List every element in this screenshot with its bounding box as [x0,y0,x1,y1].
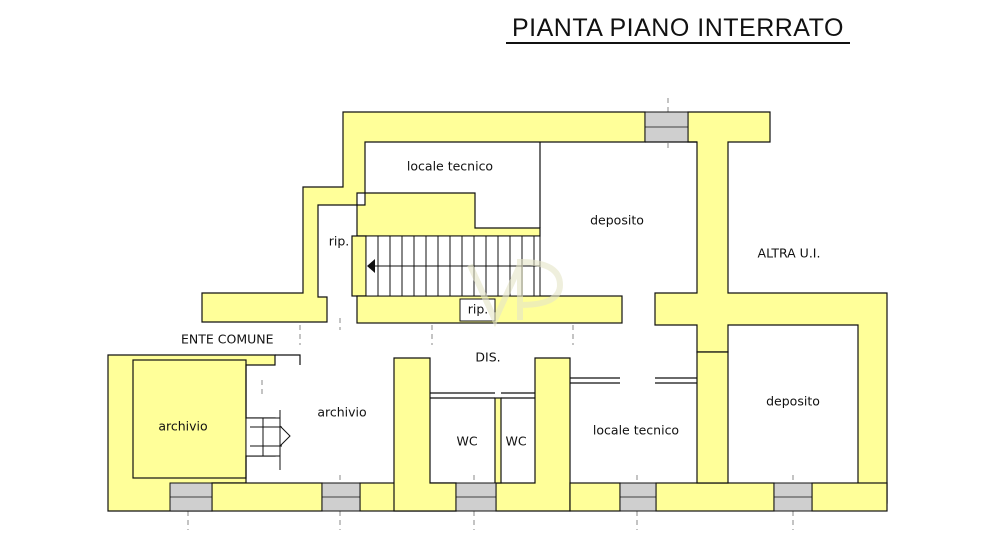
room-label-locale-tecnico-top: locale tecnico [406,158,494,174]
wall-right-t [654,111,888,504]
watermark-logo [467,258,564,328]
room-label-rip-small: rip. [467,301,489,317]
arrow-left-icon [367,259,375,273]
wall-wc-divider [494,397,502,484]
wall-bottom-5 [811,482,888,512]
wall-top-left [201,111,646,323]
wall-pillar-3 [696,351,729,484]
page-title: PIANTA PIANO INTERRATO [512,14,844,42]
room-label-deposito-center: deposito [590,212,644,228]
room-label-locale-tecnico-bottom: locale tecnico [592,422,680,438]
wall-bottom-4 [655,482,775,512]
room-label-deposito-right: deposito [766,393,820,409]
wall-bottom-1 [211,482,323,512]
ramp [245,417,282,457]
room-label-archivio-left: archivio [158,418,208,434]
room-label-dis: DIS. [475,349,501,365]
room-label-archivio-center: archivio [317,404,367,420]
room-label-ente-comune: ENTE COMUNE [181,331,274,347]
stairs [365,235,541,297]
room-label-wc-2: WC [505,433,527,449]
title-underline [506,42,850,44]
wall-bottom-3 [569,482,621,512]
arrow-right-icon [279,424,291,448]
interior-outlines [132,141,697,479]
room-label-wc-1: WC [456,433,478,449]
wall-stair-left [351,235,367,297]
room-label-altra-ui: ALTRA U.I. [757,245,821,261]
room-label-rip-left: rip. [328,233,350,249]
wall-locale-tecnico-step [356,192,541,237]
wall-pillar-1 [393,357,457,512]
window-mullions [170,126,812,498]
